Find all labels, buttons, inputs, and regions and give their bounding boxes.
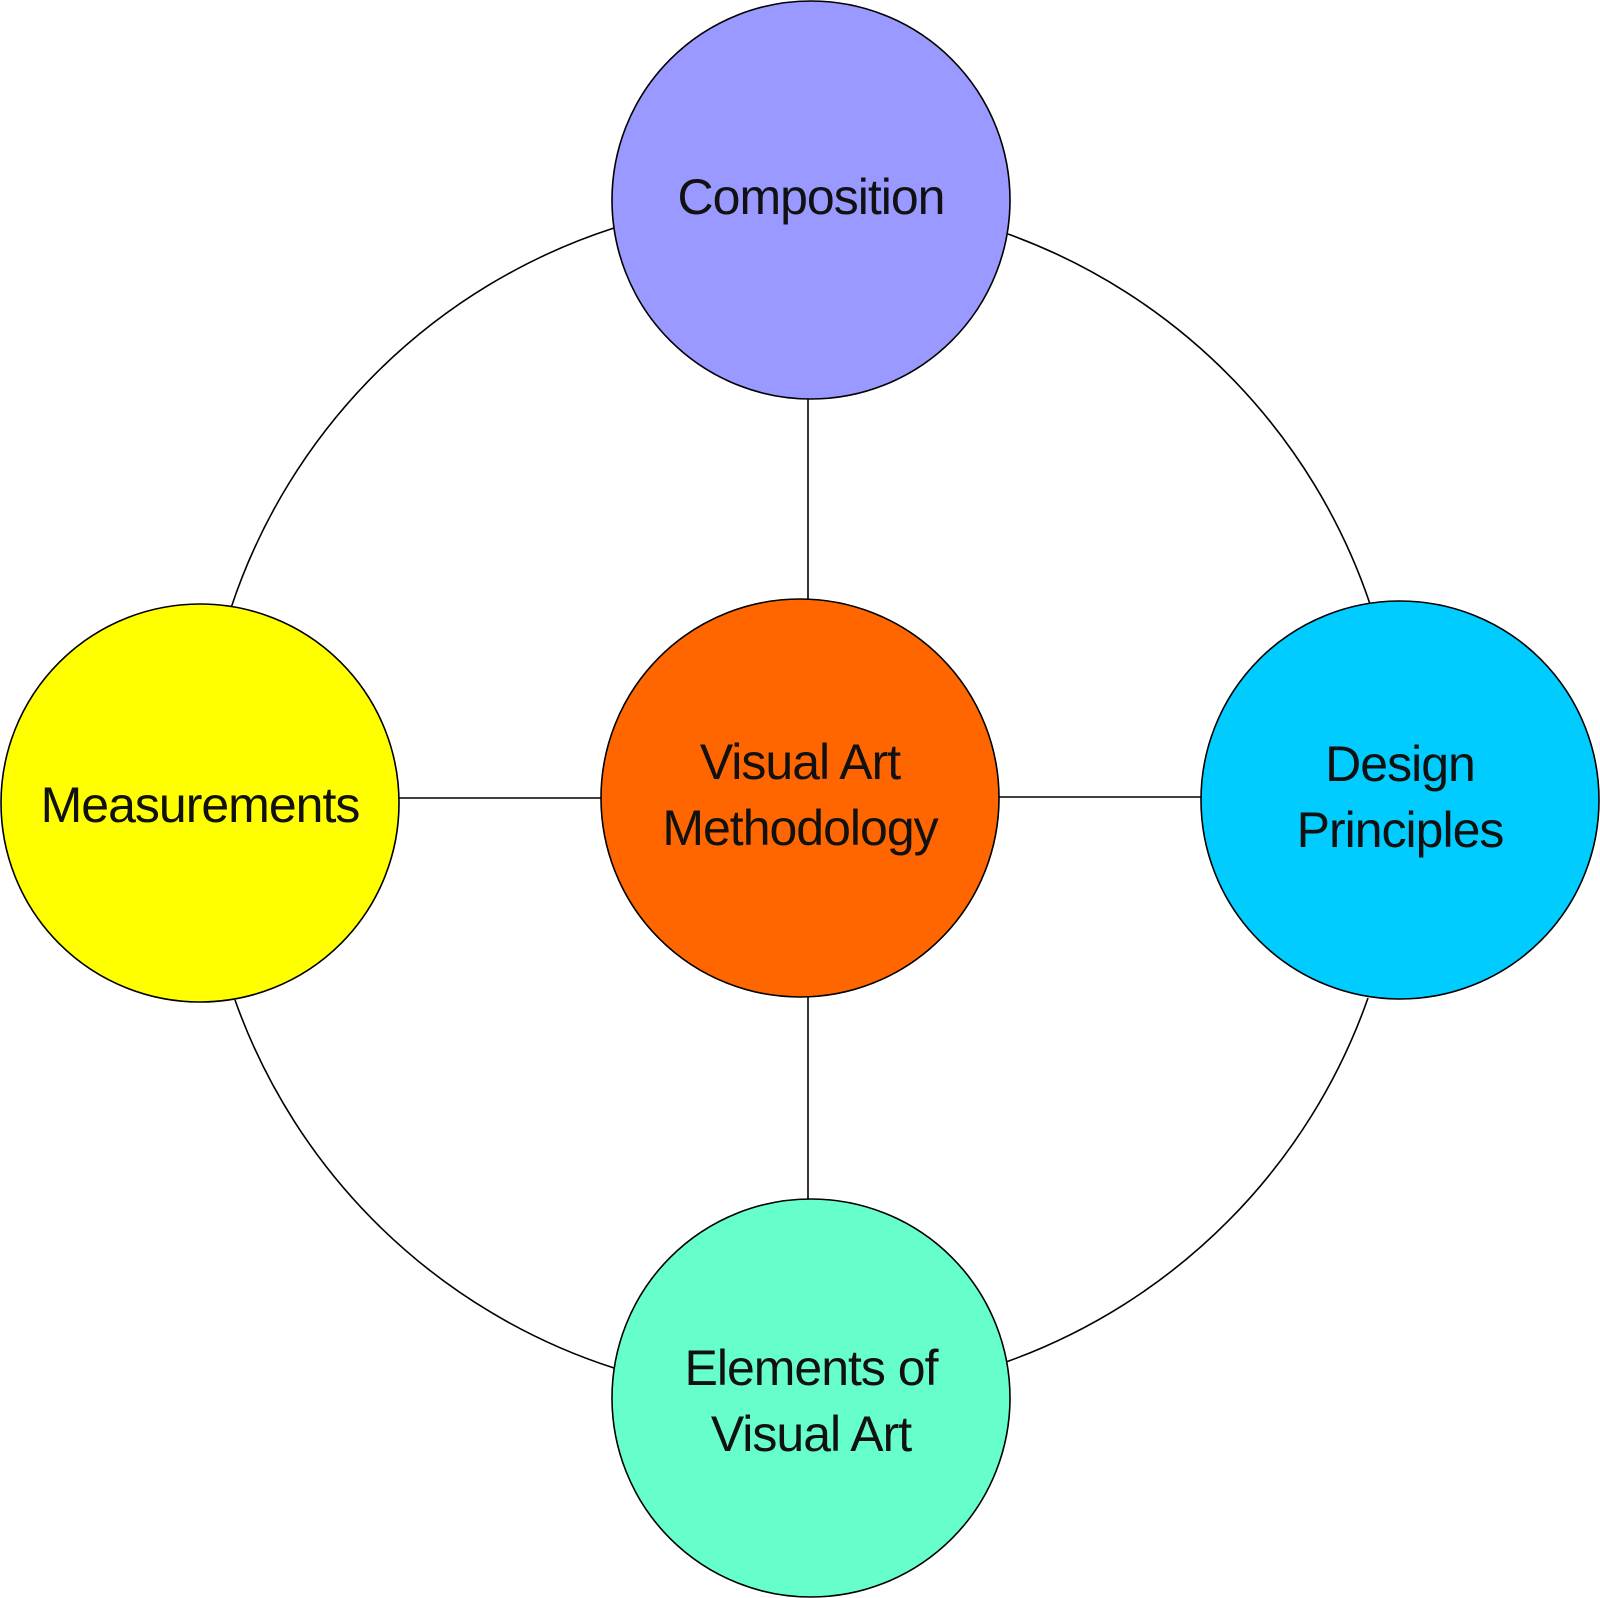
- design-principles-node-label-line-2: Principles: [1297, 802, 1504, 858]
- measurements-node-circle: [0, 603, 400, 1003]
- center-node: Visual Art Methodology: [600, 598, 1000, 998]
- elements-of-visual-art-node-circle: [611, 1198, 1011, 1598]
- composition-node: Composition: [611, 0, 1011, 400]
- composition-node-circle: [611, 0, 1011, 400]
- elements-of-visual-art-node-label-line-2: Visual Art: [711, 1406, 912, 1462]
- ring-arc-top-left: [230, 227, 615, 609]
- ring-arc-bottom-right: [1005, 997, 1369, 1363]
- elements-of-visual-art-node-label-line-1: Elements of: [684, 1340, 938, 1396]
- design-principles-node-circle: [1200, 600, 1600, 1000]
- center-node-label-line-2: Methodology: [662, 800, 938, 856]
- measurements-node-label: Measurements: [41, 777, 360, 833]
- ring-arc-bottom-left: [234, 999, 615, 1369]
- ring-arc-top-right: [1007, 233, 1371, 605]
- elements-of-visual-art-node: Elements of Visual Art: [611, 1198, 1011, 1598]
- composition-node-label: Composition: [678, 169, 945, 225]
- center-node-circle: [600, 598, 1000, 998]
- measurements-node: Measurements: [0, 603, 400, 1003]
- center-node-label-line-1: Visual Art: [700, 734, 901, 790]
- design-principles-node: Design Principles: [1200, 600, 1600, 1000]
- design-principles-node-label-line-1: Design: [1325, 736, 1475, 792]
